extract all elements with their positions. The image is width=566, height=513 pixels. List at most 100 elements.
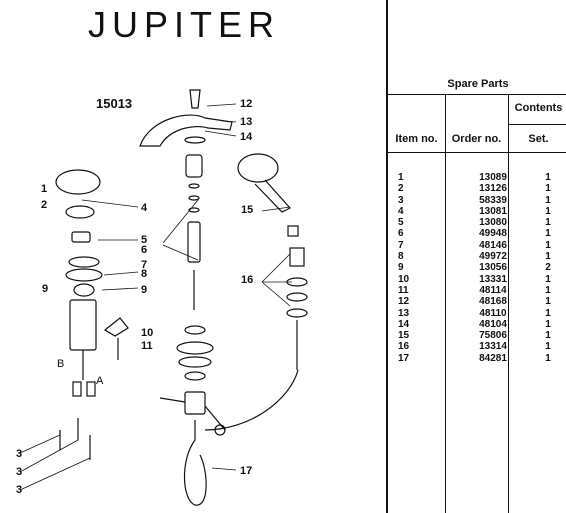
cell-item-no: 17 [398,352,410,364]
callout-7: 7 [141,259,148,271]
cell-set: 1 [545,330,551,342]
cell-order-no: 13080 [479,217,507,229]
cell-set: 1 [545,205,551,217]
cell-item-no: 1 [398,172,404,183]
brand-title: JUPITER [88,4,281,45]
callout-3: 3 [16,466,23,478]
cell-order-no: 48110 [479,307,507,319]
cell-set: 1 [545,284,551,296]
callout-17: 17 [240,465,253,477]
cell-set: 1 [545,251,551,263]
cell-order-no: 49972 [479,251,507,263]
cell-item-no: 9 [398,262,404,274]
cell-order-no: 48104 [479,318,507,330]
cell-item-no: 3 [398,194,404,206]
cell-set: 1 [545,228,551,240]
table-row: 10 13331 1 [388,274,566,285]
callout-6: 6 [141,244,148,256]
exploded-parts-diagram [19,89,308,506]
table-row: 11 48114 1 [388,285,566,296]
header-order-no: Order no. [451,133,502,145]
table-row: 12 48168 1 [388,296,566,307]
callout-3: 3 [16,484,23,496]
callout-2: 2 [41,199,48,211]
callout-11: 11 [141,340,153,352]
cell-set: 1 [545,341,551,353]
cell-order-no: 13331 [479,273,507,285]
spare-parts-title: Spare Parts [447,78,509,90]
cell-item-no: 6 [398,228,404,240]
table-row: 17 84281 1 [388,353,566,364]
table-row: 16 13314 1 [388,341,566,352]
table-rule-contents [508,124,566,125]
cell-item-no: 16 [398,341,410,353]
cell-set: 1 [545,273,551,285]
cell-order-no: 13089 [479,172,507,183]
callout-3: 3 [16,448,23,460]
callout-b: B [57,358,65,370]
callout-15: 15 [241,204,254,216]
cell-set: 1 [545,183,551,195]
cell-item-no: 14 [398,318,410,330]
callout-12: 12 [240,98,253,110]
cell-item-no: 5 [398,217,404,229]
cell-set: 1 [545,318,551,330]
cell-item-no: 4 [398,205,404,217]
cell-item-no: 7 [398,239,404,251]
header-contents: Contents [514,102,563,114]
cell-order-no: 48114 [479,284,507,296]
callout-1: 1 [41,183,48,195]
callout-13: 13 [240,116,253,128]
header-set: Set. [528,133,549,145]
table-row: 1 13089 1 [388,172,566,183]
table-row: 8 49972 1 [388,251,566,262]
cell-item-no: 10 [398,273,410,285]
header-item-no: Item no. [395,133,438,145]
cell-order-no: 75806 [479,330,507,342]
table-row: 13 48110 1 [388,308,566,319]
cell-set: 1 [545,217,551,229]
cell-set: 2 [545,262,551,274]
cell-item-no: 12 [398,296,410,308]
table-row: 7 48146 1 [388,240,566,251]
cell-set: 1 [545,307,551,319]
callout-5: 5 [141,234,148,246]
spare-parts-panel: Spare Parts Contents Item no. Order no. … [386,0,566,513]
cell-order-no: 58339 [479,194,507,206]
table-row: 14 48104 1 [388,319,566,330]
callout-4: 4 [141,202,148,214]
table-row: 6 49948 1 [388,228,566,239]
cell-set: 1 [545,239,551,251]
callout-9: 9 [42,283,49,295]
table-rule-top [388,94,566,95]
model-number: 15013 [96,96,133,111]
cell-item-no: 13 [398,307,410,319]
cell-order-no: 49948 [479,228,507,240]
cell-order-no: 13056 [479,262,507,274]
table-row: 2 13126 1 [388,183,566,194]
cell-item-no: 15 [398,330,410,342]
cell-order-no: 48146 [479,239,507,251]
cell-order-no: 13314 [479,341,507,353]
cell-order-no: 84281 [479,352,507,364]
cell-item-no: 8 [398,251,404,263]
callout-a: A [96,375,104,387]
cell-order-no: 48168 [479,296,507,308]
table-divider-1 [445,94,446,513]
callout-16: 16 [241,274,254,286]
callout-10: 10 [141,327,154,339]
cell-set: 1 [545,194,551,206]
table-row: 9 13056 2 [388,262,566,273]
table-row: 5 13080 1 [388,217,566,228]
table-rule-header [388,152,566,153]
cell-item-no: 2 [398,183,404,195]
cell-set: 1 [545,296,551,308]
table-divider-2 [508,94,509,513]
cell-set: 1 [545,352,551,364]
table-row: 15 75806 1 [388,330,566,341]
cell-set: 1 [545,172,551,183]
cell-order-no: 13126 [479,183,507,195]
cell-item-no: 11 [398,284,409,296]
